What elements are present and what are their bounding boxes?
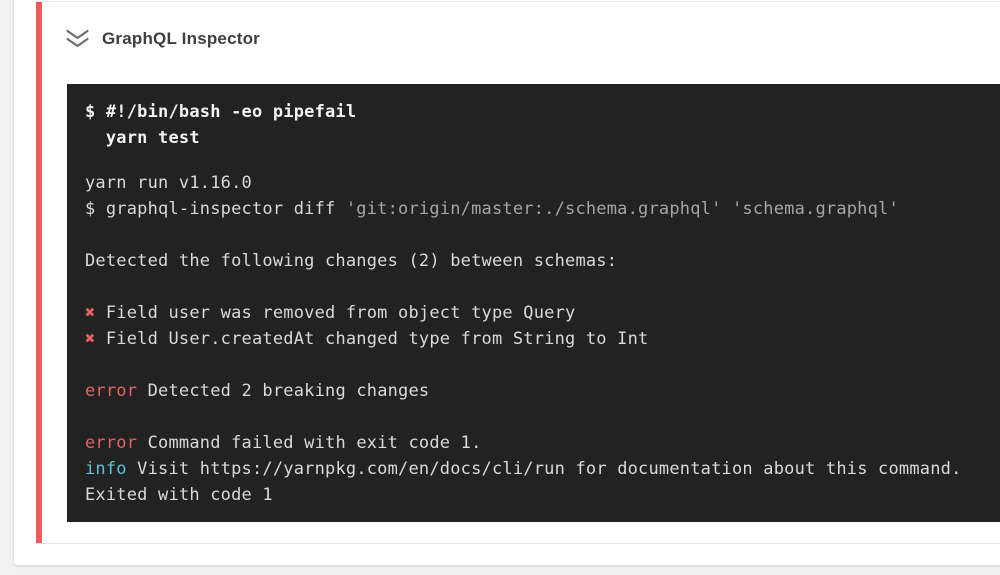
double-chevron-down-icon[interactable] — [65, 28, 90, 50]
terminal-line: Exited with code 1 — [85, 485, 273, 505]
terminal-line: $ #!/bin/bash -eo pipefail — [85, 102, 357, 122]
terminal-line: error Command failed with exit code 1. — [85, 433, 482, 453]
output-block: yarn run v1.16.0 $ graphql-inspector diff… — [85, 170, 987, 508]
step-header[interactable]: GraphQL Inspector — [65, 26, 260, 52]
terminal-line — [85, 222, 987, 248]
terminal-line — [85, 352, 987, 378]
terminal-line — [85, 404, 987, 430]
failure-accent-stripe — [36, 2, 42, 543]
terminal-output: $ #!/bin/bash -eo pipefail yarn test yar… — [67, 84, 1000, 522]
terminal-line: ✖ Field user was removed from object typ… — [85, 303, 576, 323]
terminal-line: $ graphql-inspector diff 'git:origin/mas… — [85, 199, 899, 219]
step-title: GraphQL Inspector — [102, 29, 261, 48]
terminal-line: yarn run v1.16.0 — [85, 173, 252, 193]
command-block: $ #!/bin/bash -eo pipefail yarn test — [85, 99, 987, 151]
terminal-line — [85, 274, 987, 300]
terminal-line: ✖ Field User.createdAt changed type from… — [85, 329, 649, 349]
terminal-line: yarn test — [85, 128, 200, 148]
terminal-line: error Detected 2 breaking changes — [85, 381, 430, 401]
job-step-card: GraphQL Inspector $ #!/bin/bash -eo pipe… — [13, 0, 1000, 566]
terminal-line: info Visit https://yarnpkg.com/en/docs/c… — [85, 459, 962, 479]
terminal-line: Detected the following changes (2) betwe… — [85, 251, 618, 271]
step-section: GraphQL Inspector $ #!/bin/bash -eo pipe… — [36, 1, 1000, 544]
